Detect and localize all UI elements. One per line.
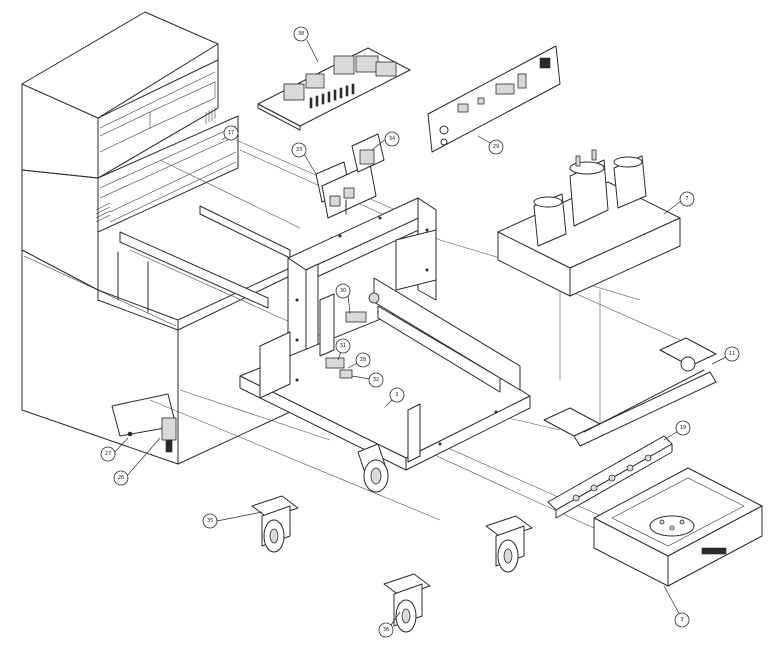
valve-manifold [315, 133, 385, 219]
drawer-tray [593, 467, 763, 587]
svg-text:30: 30 [340, 288, 346, 294]
front-panel [427, 45, 561, 153]
svg-text:38: 38 [298, 31, 304, 37]
svg-text:7: 7 [685, 196, 688, 202]
callout-35: 35 [202, 513, 218, 529]
svg-text:19: 19 [680, 425, 686, 431]
caster-loose [485, 515, 533, 573]
manifold-bar [547, 435, 673, 519]
callout-30: 30 [335, 283, 351, 299]
caster-36 [383, 573, 431, 633]
handle-frame [543, 337, 717, 447]
caster-35 [251, 495, 299, 553]
callout-3: 3 [674, 612, 690, 628]
callout-38: 38 [293, 26, 309, 42]
callout-31: 31 [335, 338, 351, 354]
chassis [239, 197, 531, 493]
callout-26: 26 [113, 470, 129, 486]
svg-text:32: 32 [373, 377, 379, 383]
callout-7: 7 [679, 191, 695, 207]
svg-text:33: 33 [296, 147, 302, 153]
callout-28: 28 [355, 352, 371, 368]
svg-text:2: 2 [395, 392, 398, 398]
callout-33: 33 [291, 142, 307, 158]
svg-text:3: 3 [680, 617, 683, 623]
callout-19: 19 [675, 420, 691, 436]
callout-11: 11 [724, 346, 740, 362]
callout-17: 17 [223, 125, 239, 141]
svg-text:34: 34 [389, 136, 395, 142]
callouts: 38 29 17 33 34 7 30 31 28 32 2 11 19 27 … [100, 26, 740, 638]
callout-34: 34 [384, 131, 400, 147]
callout-32: 32 [368, 372, 384, 388]
svg-text:31: 31 [340, 343, 346, 349]
callout-27: 27 [100, 446, 116, 462]
callout-2: 2 [389, 387, 405, 403]
svg-text:36: 36 [383, 627, 389, 633]
callout-36: 36 [378, 622, 394, 638]
power-supply-unit [497, 149, 681, 297]
svg-text:29: 29 [493, 144, 499, 150]
svg-text:11: 11 [729, 351, 735, 357]
svg-text:35: 35 [207, 518, 213, 524]
callout-29: 29 [488, 139, 504, 155]
svg-text:17: 17 [228, 130, 234, 136]
svg-text:28: 28 [360, 357, 366, 363]
control-board [257, 47, 411, 131]
cabinet [21, 11, 291, 465]
svg-text:27: 27 [105, 451, 111, 457]
svg-text:26: 26 [118, 475, 124, 481]
